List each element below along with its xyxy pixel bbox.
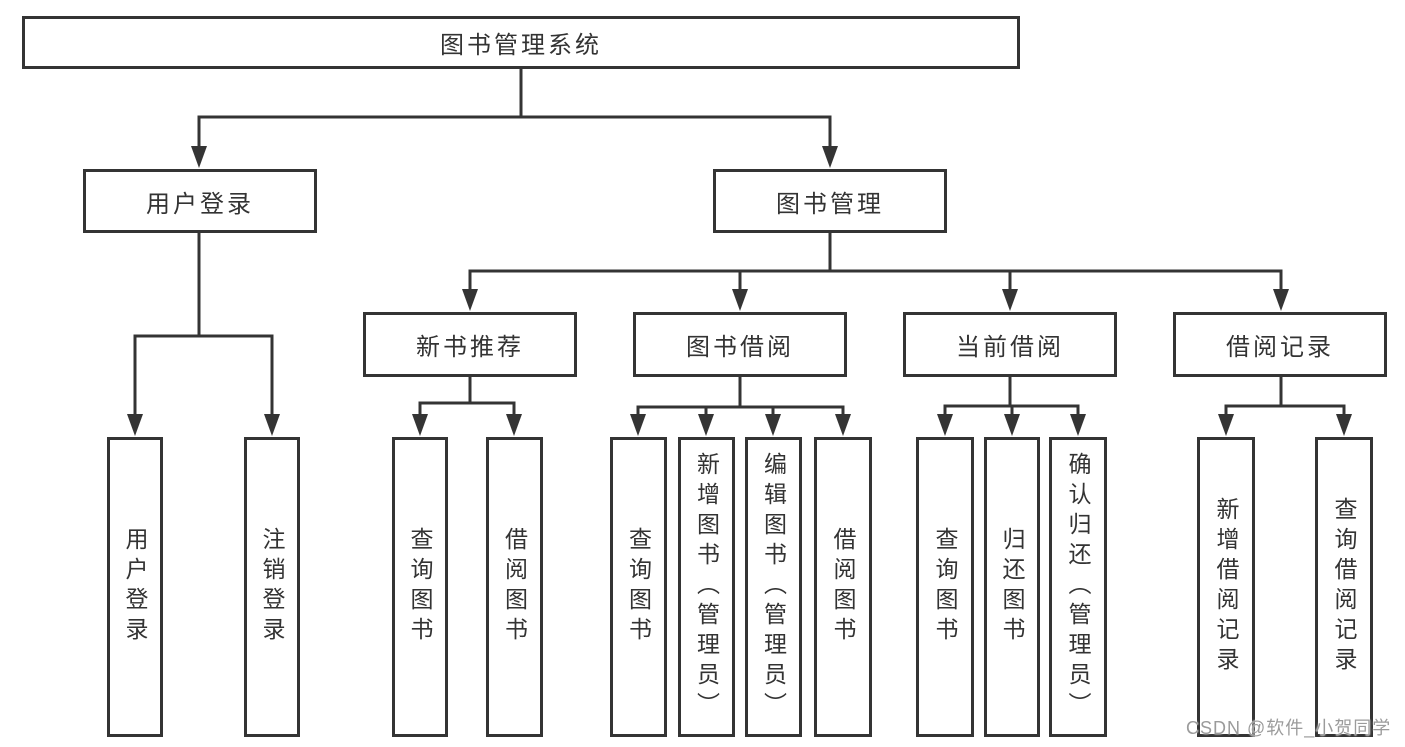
leaf-br-add-borrow-record: 新增借阅记录 — [1197, 437, 1255, 737]
csdn-watermark: CSDN @软件_小贺同学 — [1186, 718, 1392, 738]
arrowhead-bb-query-books — [630, 414, 646, 436]
leaf-nb-borrow-books-label: 借阅图书 — [501, 527, 528, 647]
leaf-bb-borrow-books-label: 借阅图书 — [830, 527, 856, 647]
node-root: 图书管理系统 — [22, 16, 1020, 69]
arrowhead-cb-return-books — [1004, 414, 1020, 436]
leaf-cb-return-books-label: 归还图书 — [999, 527, 1025, 647]
connector-book-borrow-children — [636, 377, 845, 416]
arrowhead-borrow-records — [1273, 289, 1289, 311]
leaf-bb-query-books: 查询图书 — [610, 437, 667, 737]
arrowhead-bb-add-books — [698, 414, 714, 436]
arrowhead-current-borrow — [1002, 289, 1018, 311]
node-user-login-label: 用户登录 — [146, 190, 254, 218]
leaf-logout: 注销登录 — [244, 437, 300, 737]
leaf-bb-query-books-label: 查询图书 — [625, 527, 652, 647]
node-book-borrow-label: 图书借阅 — [686, 334, 794, 361]
node-new-book-recommend: 新书推荐 — [363, 312, 577, 377]
leaf-cb-query-books: 查询图书 — [916, 437, 974, 737]
arrowhead-nb-borrow-books — [506, 414, 522, 436]
node-new-book-recommend-label: 新书推荐 — [416, 334, 524, 361]
leaf-bb-edit-books-admin-label: 编辑图书（管理员） — [760, 452, 787, 722]
leaf-bb-add-books-admin-label: 新增图书（管理员） — [693, 452, 720, 722]
arrowhead-br-query-record — [1336, 414, 1352, 436]
leaf-logout-label: 注销登录 — [259, 527, 285, 647]
leaf-bb-add-books-admin: 新增图书（管理员） — [678, 437, 735, 737]
arrowhead-user-login — [191, 146, 207, 168]
leaf-br-query-borrow-record-label: 查询借阅记录 — [1331, 497, 1357, 677]
arrowhead-bb-borrow-books — [835, 414, 851, 436]
arrowhead-book-borrow — [732, 289, 748, 311]
arrowhead-new-book-recommend — [462, 289, 478, 311]
arrowhead-bb-edit-books — [765, 414, 781, 436]
node-book-management-label: 图书管理 — [776, 190, 884, 218]
leaf-cb-confirm-return-admin: 确认归还（管理员） — [1049, 437, 1107, 737]
node-current-borrow-label: 当前借阅 — [956, 334, 1064, 361]
leaf-cb-query-books-label: 查询图书 — [932, 527, 958, 647]
node-current-borrow: 当前借阅 — [903, 312, 1117, 377]
arrowhead-leaf-logout — [264, 414, 280, 436]
node-book-borrow: 图书借阅 — [633, 312, 847, 377]
arrowhead-leaf-user-login — [127, 414, 143, 436]
leaf-cb-confirm-return-admin-label: 确认归还（管理员） — [1065, 452, 1091, 722]
leaf-nb-query-books-label: 查询图书 — [407, 527, 433, 647]
leaf-user-login: 用户登录 — [107, 437, 163, 737]
leaf-nb-borrow-books: 借阅图书 — [486, 437, 543, 737]
leaf-nb-query-books: 查询图书 — [392, 437, 448, 737]
connector-root-to-level1 — [197, 68, 832, 148]
node-user-login: 用户登录 — [83, 169, 317, 233]
leaf-bb-edit-books-admin: 编辑图书（管理员） — [745, 437, 802, 737]
node-root-label: 图书管理系统 — [440, 32, 602, 59]
node-borrow-records: 借阅记录 — [1173, 312, 1387, 377]
arrowhead-book-management — [822, 146, 838, 168]
leaf-cb-return-books: 归还图书 — [984, 437, 1040, 737]
connector-book-management-children — [468, 233, 1283, 291]
connector-new-book-recommend-children — [418, 377, 516, 416]
arrowhead-cb-confirm-return — [1070, 414, 1086, 436]
arrowhead-br-add-record — [1218, 414, 1234, 436]
connector-borrow-records-children — [1224, 377, 1346, 416]
leaf-bb-borrow-books: 借阅图书 — [814, 437, 872, 737]
leaf-user-login-label: 用户登录 — [122, 527, 148, 647]
leaf-br-add-borrow-record-label: 新增借阅记录 — [1213, 497, 1239, 677]
arrowhead-cb-query-books — [937, 414, 953, 436]
connector-current-borrow-children — [943, 377, 1080, 416]
leaf-br-query-borrow-record: 查询借阅记录 — [1315, 437, 1373, 737]
node-book-management: 图书管理 — [713, 169, 947, 233]
connector-user-login-children — [133, 233, 274, 416]
arrowhead-nb-query-books — [412, 414, 428, 436]
node-borrow-records-label: 借阅记录 — [1226, 334, 1334, 361]
